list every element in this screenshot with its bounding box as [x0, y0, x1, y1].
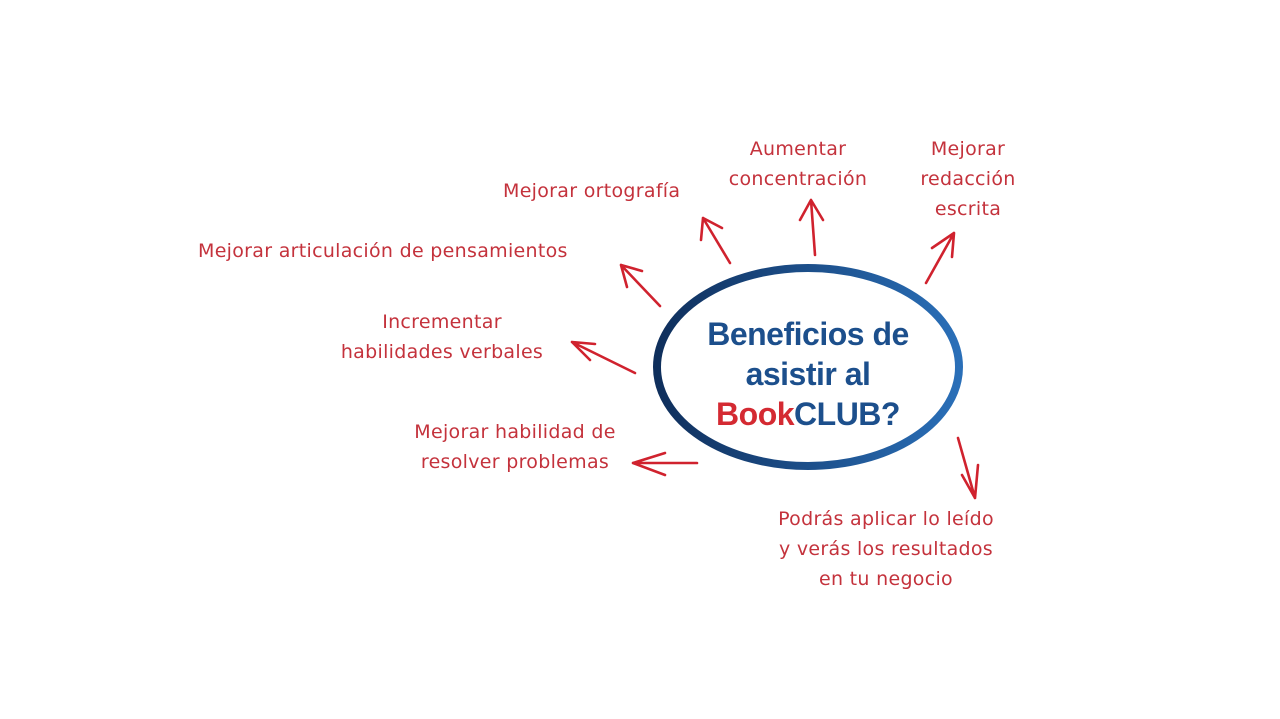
- brand-club: CLUB?: [794, 396, 900, 432]
- label-line: concentración: [728, 168, 868, 190]
- arrow-redaccion: [924, 231, 956, 285]
- arrow-articulacion: [619, 263, 662, 308]
- arrow-aplicar: [956, 436, 980, 500]
- benefit-redaccion: Mejorar redacción escrita: [908, 134, 1028, 224]
- label-line: en tu negocio: [819, 568, 953, 590]
- benefit-aplicar: Podrás aplicar lo leído y verás los resu…: [768, 504, 1004, 594]
- center-line-2: asistir al: [745, 356, 871, 392]
- center-title: Beneficios de asistir al BookCLUB?: [656, 282, 960, 452]
- arrow-ortografia: [699, 216, 732, 265]
- brand-book: Book: [716, 396, 795, 432]
- label-line: y verás los resultados: [778, 538, 994, 560]
- arrow-concentracion: [798, 198, 825, 257]
- label-line: Podrás aplicar lo leído: [778, 508, 994, 530]
- benefit-problemas: Mejorar habilidad de resolver problemas: [404, 417, 626, 477]
- center-line-1: Beneficios de: [707, 316, 909, 352]
- label-line: resolver problemas: [420, 451, 610, 473]
- benefit-articulacion: Mejorar articulación de pensamientos: [198, 240, 568, 262]
- arrow-verbales: [570, 340, 637, 375]
- label-line: Incrementar: [382, 311, 502, 333]
- center-ellipse: [653, 264, 963, 470]
- label-line: Mejorar: [930, 138, 1006, 160]
- label-line: Aumentar: [749, 138, 847, 160]
- label-line: Mejorar habilidad de: [414, 421, 616, 443]
- center-brand: BookCLUB?: [656, 394, 960, 434]
- benefit-verbales: Incrementar habilidades verbales: [334, 307, 550, 367]
- label-line: redacción: [920, 168, 1016, 190]
- arrow-problemas: [631, 451, 699, 477]
- label-line: habilidades verbales: [340, 341, 544, 363]
- benefit-ortografia: Mejorar ortografía: [503, 180, 681, 202]
- label-line: escrita: [934, 198, 1002, 220]
- benefit-concentracion: Aumentar concentración: [722, 134, 874, 194]
